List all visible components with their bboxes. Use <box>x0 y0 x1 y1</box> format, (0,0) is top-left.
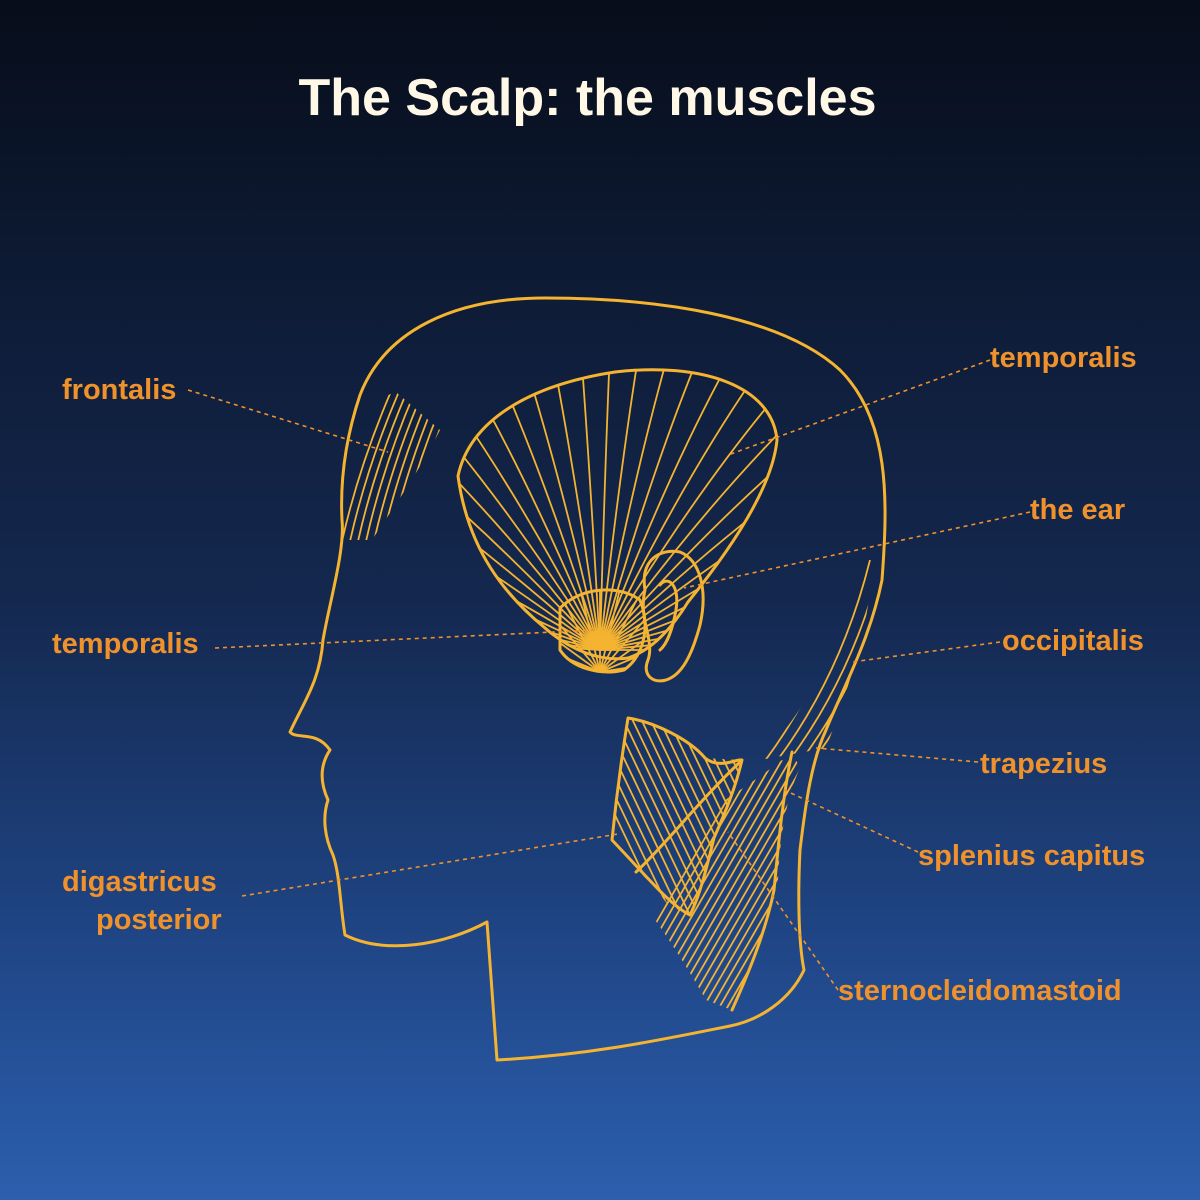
label-temporalis-upper: temporalis <box>990 342 1137 374</box>
leader-trapezius <box>815 747 979 763</box>
leader-temporalis-upper <box>727 359 991 456</box>
occipitalis-muscle <box>760 560 872 760</box>
label-occipitalis: occipitalis <box>1002 625 1144 657</box>
leader-frontalis <box>187 389 389 453</box>
head-silhouette <box>288 296 887 1062</box>
leader-ear <box>683 511 1031 589</box>
label-splenius-capitus: splenius capitus <box>918 840 1146 872</box>
label-temporalis-lower: temporalis <box>52 628 199 660</box>
label-the-ear: the ear <box>1030 494 1126 526</box>
label-sternocleidomastoid: sternocleidomastoid <box>838 975 1122 1007</box>
leader-lines <box>187 359 1031 991</box>
leader-temporalis-lower <box>214 629 597 649</box>
ear <box>641 549 705 683</box>
leader-splenius <box>779 787 919 853</box>
label-frontalis: frontalis <box>62 374 177 406</box>
leader-digastricus <box>241 833 619 897</box>
leader-scm <box>727 831 839 991</box>
frontalis-muscle <box>340 392 440 540</box>
temporalis-lower-muscle <box>558 588 647 674</box>
diagram-title: The Scalp: the muscles <box>298 69 877 127</box>
label-digastricus-line1: digastricus <box>62 866 217 898</box>
label-trapezius: trapezius <box>980 748 1108 780</box>
leader-occipitalis <box>851 641 1001 663</box>
label-digastricus-line2: posterior <box>96 904 222 936</box>
